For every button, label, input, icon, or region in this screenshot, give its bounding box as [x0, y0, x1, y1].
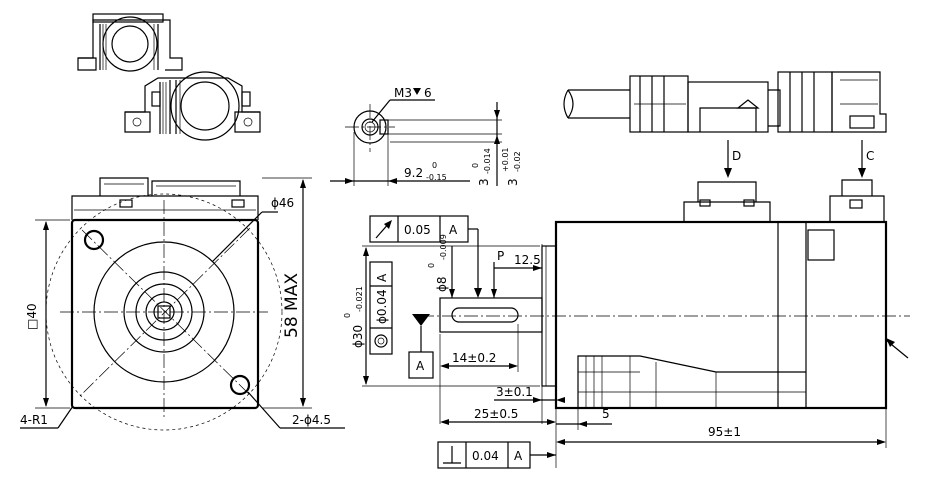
dim-95 — [556, 408, 887, 448]
thread-label: M3 — [394, 86, 412, 100]
pilot-dia-upper: 0 — [343, 313, 352, 318]
key-height-lower: -0.02 — [513, 151, 522, 172]
key-width-lower: -0.014 — [483, 148, 492, 174]
dim-12-5-label: 12.5 — [514, 253, 541, 267]
shaft-dia-dim — [449, 246, 455, 298]
pilot-dia-label: ϕ30 — [351, 325, 365, 348]
dim-25-label: 25±0.5 — [474, 407, 518, 421]
front-dia-46-label: ϕ46 — [271, 196, 294, 210]
dim-14 — [439, 324, 519, 424]
cable-connector-views — [563, 71, 887, 178]
view-d-label: D — [732, 149, 741, 163]
key-width-label: 3 — [477, 178, 491, 186]
key-length-label: 9.2 — [404, 166, 423, 180]
key-height-upper: +0.01 — [501, 147, 510, 172]
dim-14-label: 14±0.2 — [452, 351, 496, 365]
key-height-label: 3 — [506, 178, 520, 186]
depth-symbol-icon — [413, 88, 421, 95]
concentricity-datum: A — [375, 273, 389, 282]
connector-view-large — [124, 71, 261, 141]
front-radius-label: 4-R1 — [20, 413, 48, 427]
pilot-dia-dim — [362, 245, 540, 387]
front-58max-label: 58 MAX — [282, 273, 302, 338]
connector-view-small — [77, 13, 183, 72]
side-view — [420, 179, 910, 410]
shaft-dia-lower: -0.009 — [439, 234, 448, 260]
concentricity-value: ϕ0.04 — [375, 289, 389, 324]
p-label: P — [497, 249, 504, 263]
datum-a-marker — [408, 314, 434, 379]
view-c-label: C — [866, 149, 874, 163]
dim-5-label: 5 — [602, 407, 610, 421]
runout-datum: A — [449, 223, 458, 237]
shaft-section — [330, 99, 502, 186]
perp-value: 0.04 — [472, 449, 499, 463]
perpendicularity-frame — [437, 441, 556, 469]
dim-3 — [494, 386, 565, 424]
runout-frame — [369, 215, 482, 298]
dim-3-label: 3±0.1 — [496, 385, 533, 399]
key-width-upper: 0 — [471, 163, 480, 168]
p-dim — [491, 244, 543, 298]
front-square-40-label: □40 — [25, 303, 39, 330]
datum-a-box: A — [416, 359, 425, 373]
front-view — [20, 177, 345, 431]
key-length-upper: 0 — [432, 161, 437, 170]
runout-value: 0.05 — [404, 223, 431, 237]
thread-depth-label: 6 — [424, 86, 432, 100]
shaft-dia-label: ϕ8 — [435, 276, 449, 292]
dim-95-label: 95±1 — [708, 425, 741, 439]
perp-datum: A — [514, 449, 523, 463]
key-length-lower: -0.15 — [426, 173, 447, 182]
front-holes-label: 2-ϕ4.5 — [292, 413, 331, 427]
pilot-dia-lower: -0.021 — [355, 286, 364, 312]
shaft-dia-upper: 0 — [427, 263, 436, 268]
dim-25 — [440, 408, 612, 468]
